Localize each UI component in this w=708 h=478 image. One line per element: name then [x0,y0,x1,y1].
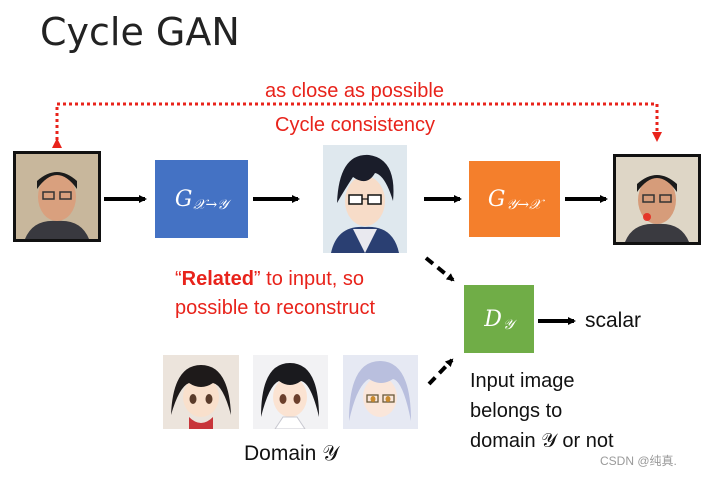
domain-anime-sample-3 [343,355,418,429]
cycle-dotted-line [52,102,662,148]
cycle-consistency-label: Cycle consistency [275,114,436,136]
scalar-label: scalar [585,309,642,332]
arrow-anime-to-discriminator [424,256,455,282]
domain-anime-sample-1 [163,355,239,429]
input-face-photo [13,151,101,242]
domain-anime-sample-2 [253,355,328,429]
discriminator-subscript: 𝒴 [502,317,514,333]
related-rest: ” to input, so [253,268,364,290]
arrow-domain-to-discriminator [427,358,454,386]
anime-output-image [323,145,407,253]
close-label: as close as possible [265,80,444,102]
reconstructed-face-photo [613,154,701,245]
related-bold: Related [181,268,254,290]
related-note: “Related” to input, so possible to recon… [175,265,375,323]
input-note-line-1: Input image [470,370,575,392]
watermark: CSDN @纯真. [600,454,677,468]
input-note-line-3: domain 𝒴 or not [470,430,614,452]
generator-xy-subscript: 𝒳→𝒴 [193,197,229,213]
generator-yx-symbol: G [487,186,506,212]
input-note: Input image belongs to domain 𝒴 or not [470,366,614,456]
discriminator-symbol: D [484,306,502,332]
generator-yx-subscript: 𝒴→𝒳 [506,197,542,213]
related-line-2: possible to reconstruct [175,297,376,319]
generator-xy-symbol: G [174,186,193,212]
related-line-1: “Related” to input, so [175,268,364,290]
input-note-line-2: belongs to [470,400,563,422]
slide-title: Cycle GAN [40,10,240,54]
domain-label: Domain 𝒴 [244,442,339,465]
